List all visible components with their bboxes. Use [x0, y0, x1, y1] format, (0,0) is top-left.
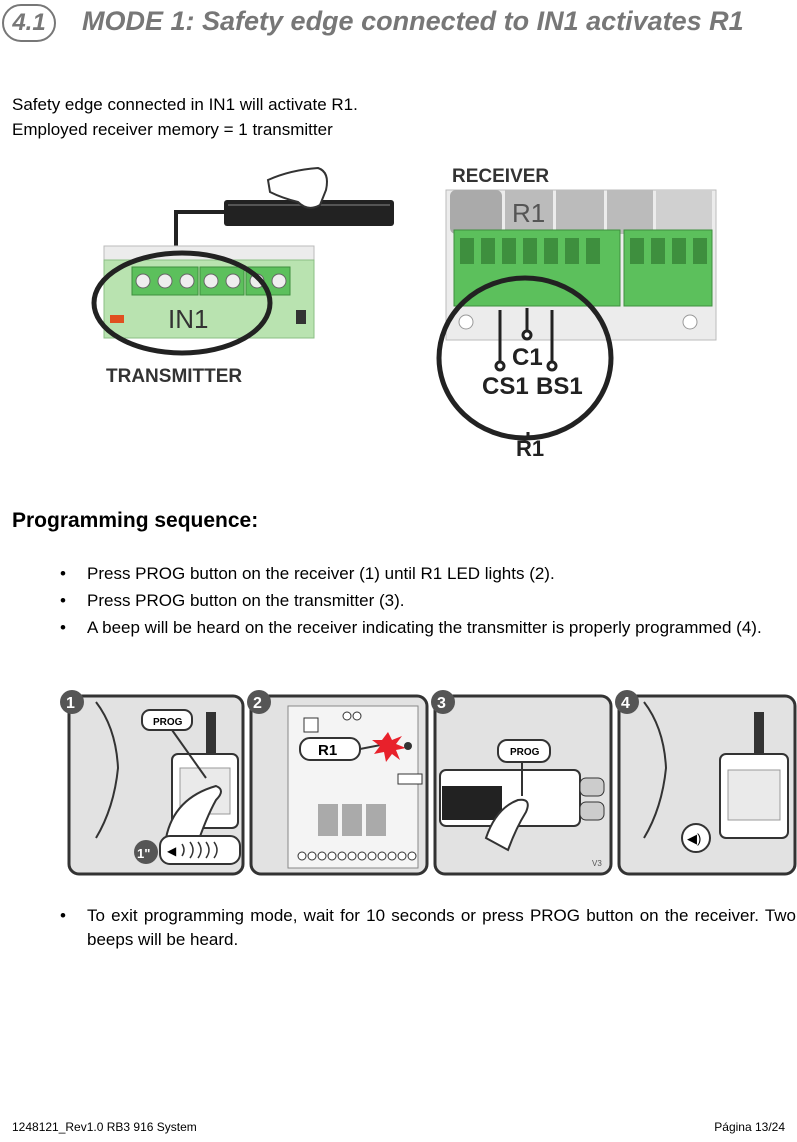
version-label: V3: [592, 859, 602, 868]
prog-callout-1: PROG: [153, 717, 183, 728]
hand-icon: [266, 166, 328, 209]
bullet-icon: •: [60, 564, 66, 583]
intro-line-2: Employed receiver memory = 1 transmitter: [12, 120, 333, 139]
bullet-icon: •: [60, 618, 66, 637]
cs1-label: CS1: [482, 373, 529, 400]
led-flash-icon: [372, 732, 406, 762]
r1-output-label: R1: [516, 436, 544, 461]
prog-callout-3: PROG: [510, 747, 540, 758]
relay-contacts: [494, 308, 558, 372]
list-item: •Press PROG button on the transmitter (3…: [0, 589, 797, 613]
in1-label: IN1: [168, 304, 208, 334]
panel-number-2: 2: [253, 695, 262, 712]
panel-number-4: 4: [621, 695, 630, 712]
speaker-icon: ◀: [167, 844, 177, 858]
section-title: MODE 1: Safety edge connected to IN1 act…: [82, 6, 744, 36]
in1-highlight-ring: [91, 250, 273, 356]
section-number: 4.1: [2, 4, 56, 42]
bullet-icon: •: [60, 906, 66, 925]
intro-line-1: Safety edge connected in IN1 will activa…: [12, 95, 358, 114]
relay-label: R1: [512, 198, 545, 228]
hand-icon: [484, 798, 529, 852]
panel-3: PROG V3 3: [431, 690, 613, 876]
programming-steps: •Press PROG button on the receiver (1) u…: [0, 562, 797, 643]
safety-edge-bar: [224, 200, 394, 226]
programming-heading: Programming sequence:: [12, 509, 259, 532]
footer-document-id: 1248121_Rev1.0 RB3 916 System: [12, 1120, 197, 1134]
panel-number-1: 1: [66, 695, 75, 712]
panel-number-3: 3: [437, 695, 446, 712]
receiver-highlight-ring: [436, 275, 614, 441]
receiver-label: RECEIVER: [452, 166, 549, 187]
r1-callout: R1: [318, 742, 337, 759]
bullet-icon: •: [60, 591, 66, 610]
wiring-diagram: IN1 TRANSMITTER RECEIVER R1 C1 CS1 BS1 R…: [91, 166, 717, 461]
panel-1: PROG ◀ 1 1": [60, 690, 245, 876]
transmitter-label: TRANSMITTER: [106, 366, 242, 387]
bs1-label: BS1: [536, 373, 583, 400]
list-item: •Press PROG button on the receiver (1) u…: [0, 562, 797, 586]
programming-illustration: PROG ◀ 1 1" R1 2: [60, 690, 797, 876]
duration-label: 1": [137, 846, 150, 861]
c1-label: C1: [512, 344, 543, 371]
panel-2: R1 2: [247, 690, 429, 876]
panel-4: ◀) 4: [615, 690, 797, 876]
hand-icon: [164, 784, 222, 850]
exit-steps: •To exit programming mode, wait for 10 s…: [0, 904, 797, 955]
footer-page-number: Página 13/24: [714, 1120, 785, 1134]
list-item: •To exit programming mode, wait for 10 s…: [60, 906, 796, 949]
list-item: •A beep will be heard on the receiver in…: [0, 616, 797, 640]
beep-speaker-icon: ◀): [687, 831, 701, 846]
